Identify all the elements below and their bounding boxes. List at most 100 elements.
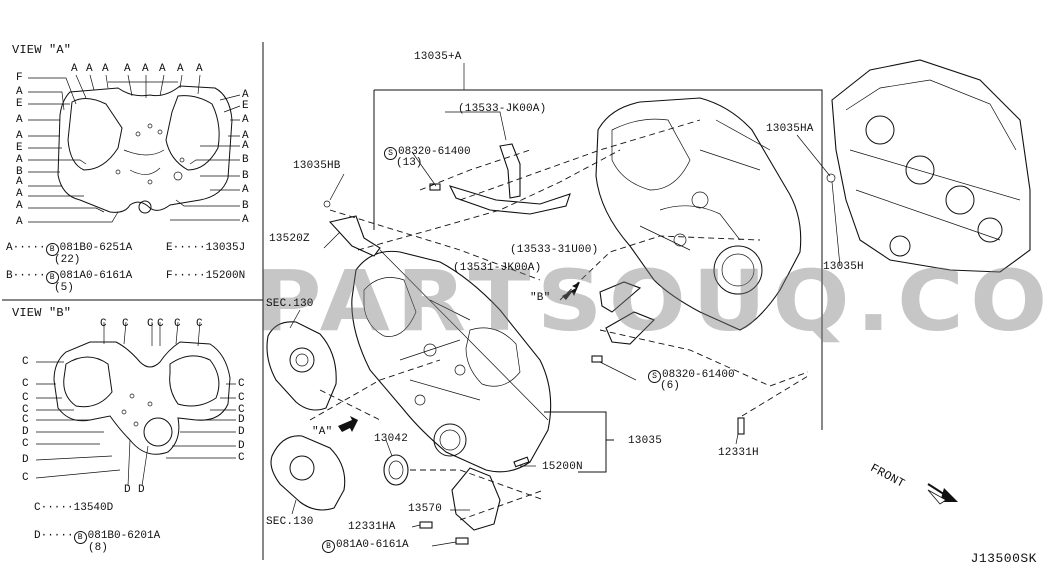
view-a-left-letter: A [16, 200, 23, 212]
view-b-arrow-icon [562, 282, 580, 300]
view-a-left-letter: A [16, 216, 23, 228]
view-a-left-letter: F [16, 72, 23, 84]
view-a-top-letter: A [177, 63, 184, 75]
legend-letter: E [166, 242, 173, 254]
callout-13035a: 13035+A [414, 51, 462, 63]
legend-letter: D [34, 530, 41, 542]
view-b-top-letter: C [174, 318, 181, 330]
view-a-top-letter: A [159, 63, 166, 75]
view-a-top-letter: A [124, 63, 131, 75]
dowel-12331h [737, 417, 745, 435]
view-b-top-letter: C [122, 318, 129, 330]
bolt-08320-mid [591, 355, 603, 363]
dowel-13035ha [826, 173, 836, 183]
view-a-legend-row2-right: E·····13035J [166, 242, 246, 254]
view-b-right-letter: C [238, 378, 245, 390]
view-a-left-letter: A [16, 130, 23, 142]
view-a-right-letter: A [242, 140, 249, 152]
view-b-right-letter: C [238, 452, 245, 464]
view-a-right-letter: A [242, 130, 249, 142]
view-b-left-letter: C [22, 438, 29, 450]
callout-13035h: 13035H [823, 261, 864, 273]
view-a-top-letter: A [196, 63, 203, 75]
callout-bolt-top-qty: (13) [396, 157, 423, 169]
front-arrow-icon [927, 483, 958, 505]
view-b-right-letter: D [238, 440, 245, 452]
diagram-id: J13500SK [970, 551, 1037, 566]
bolt-081a0 [455, 537, 469, 545]
seal-lower [605, 311, 655, 345]
view-a-legend-row2-right: F·····15200N [166, 270, 246, 282]
view-a-top-letter: A [142, 63, 149, 75]
view-a-top-letter: A [71, 63, 78, 75]
circled-b-icon: B [73, 531, 87, 544]
view-a-gasket [28, 74, 241, 223]
callout-view-a-arrow: "A" [312, 426, 333, 438]
callout-13042: 13042 [374, 433, 409, 445]
seal-13533-31u00 [599, 281, 642, 313]
callout-sec130-bottom: SEC.130 [266, 516, 314, 528]
view-b-left-letter: C [22, 378, 29, 390]
bolt-12331ha [419, 521, 433, 529]
view-b-legend-row: C·····13540D [34, 502, 114, 514]
view-b-title: VIEW "B" [12, 306, 72, 320]
view-a-top-letter: A [102, 63, 109, 75]
view-b-right-letter: C [238, 392, 245, 404]
callout-13035ha: 13035HA [766, 123, 814, 135]
view-a-right-letter: A [242, 184, 249, 196]
view-b-left-letter: C [22, 472, 29, 484]
view-b-legend-qty: (8) [88, 542, 108, 554]
view-b-top-letter: C [157, 318, 164, 330]
view-a-left-letter: E [16, 142, 23, 154]
legend-code: 13035J [205, 242, 246, 254]
circled-s-icon: S [648, 370, 661, 383]
leader-lines [289, 63, 841, 547]
watermark: PARTSOUQ.COM [255, 252, 1045, 350]
view-a-right-letter: E [242, 100, 249, 112]
dowel-13035hb [323, 200, 331, 208]
gasket-13520z [328, 215, 381, 257]
seal-13533-jk00a [499, 143, 521, 199]
view-b-left-letter: C [22, 404, 29, 416]
legend-letter: C [34, 502, 41, 514]
callout-12331ha: 12331HA [348, 521, 396, 533]
view-a-right-letter: A [242, 89, 249, 101]
legend-letter: F [166, 270, 173, 282]
legend-letter: B [6, 270, 13, 282]
view-b-left-letter: D [22, 426, 29, 438]
callout-13533-31u00: (13533-31U00) [510, 244, 599, 256]
dowel-15200n [513, 456, 530, 468]
view-b-top-letter: C [196, 318, 203, 330]
circled-b-icon: B [45, 243, 59, 256]
view-a-top-letter: A [86, 63, 93, 75]
view-b-top-letter: C [147, 318, 154, 330]
rear-timing-case [595, 97, 802, 331]
circled-b-icon: B [45, 271, 59, 284]
callout-bolt-mid-code: 08320-61400 [662, 369, 735, 381]
callout-12331h: 12331H [718, 447, 759, 459]
callout-13520z: 13520Z [269, 233, 310, 245]
view-a-right-letter: B [242, 154, 249, 166]
legend-code: 15200N [205, 270, 246, 282]
view-a-left-letter: A [16, 114, 23, 126]
view-a-right-letter: A [242, 214, 249, 226]
view-b-right-letter: C [238, 404, 245, 416]
view-b-left-letter: C [22, 356, 29, 368]
oil-seal-13042 [383, 454, 409, 486]
engine-block [831, 59, 1031, 273]
callout-15200n: 15200N [542, 461, 583, 473]
view-b-gasket [35, 321, 236, 487]
legend-code: 13540D [73, 502, 114, 514]
circled-s-icon: S [384, 147, 397, 160]
front-timing-case [351, 249, 552, 473]
seal-13531-jk00a [448, 185, 571, 215]
callout-13531-jk00a: (13531-JK00A) [453, 262, 542, 274]
